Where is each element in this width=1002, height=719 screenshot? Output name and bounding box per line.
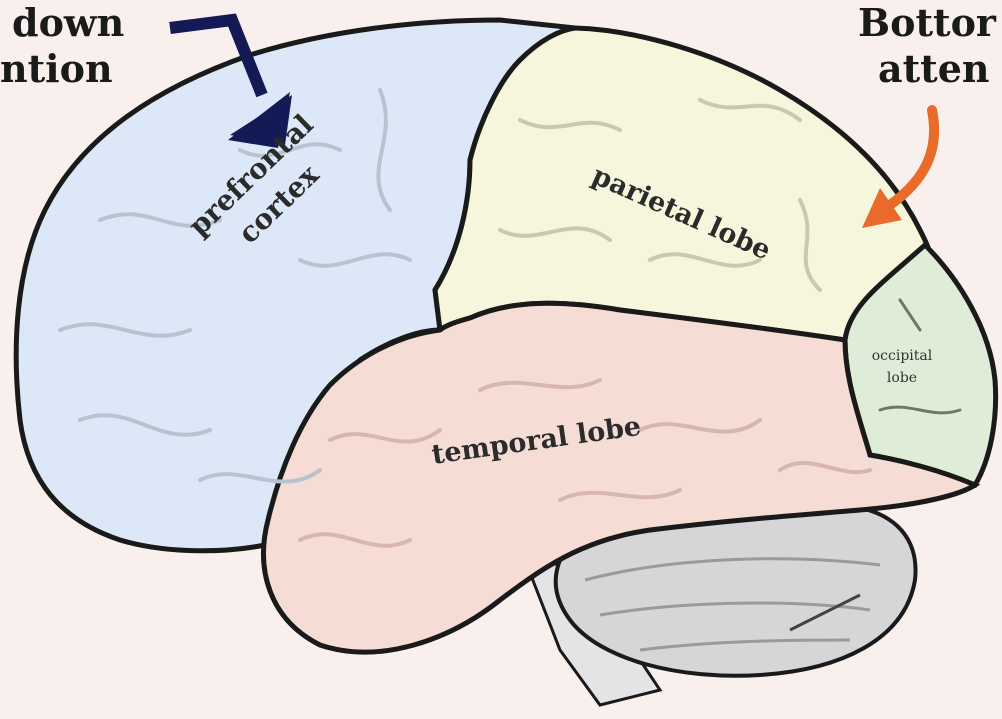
top-down-label-line2: ntion <box>0 46 113 92</box>
parietal-region <box>435 28 930 340</box>
occipital-label-line2: lobe <box>842 367 962 389</box>
bottom-up-label-line1: Bottor <box>858 0 996 46</box>
top-down-label-line1: down <box>12 0 124 46</box>
occipital-lobe-label: occipital lobe <box>842 345 962 389</box>
bottom-up-label-line2: atten <box>878 46 990 92</box>
occipital-label-line1: occipital <box>842 345 962 367</box>
